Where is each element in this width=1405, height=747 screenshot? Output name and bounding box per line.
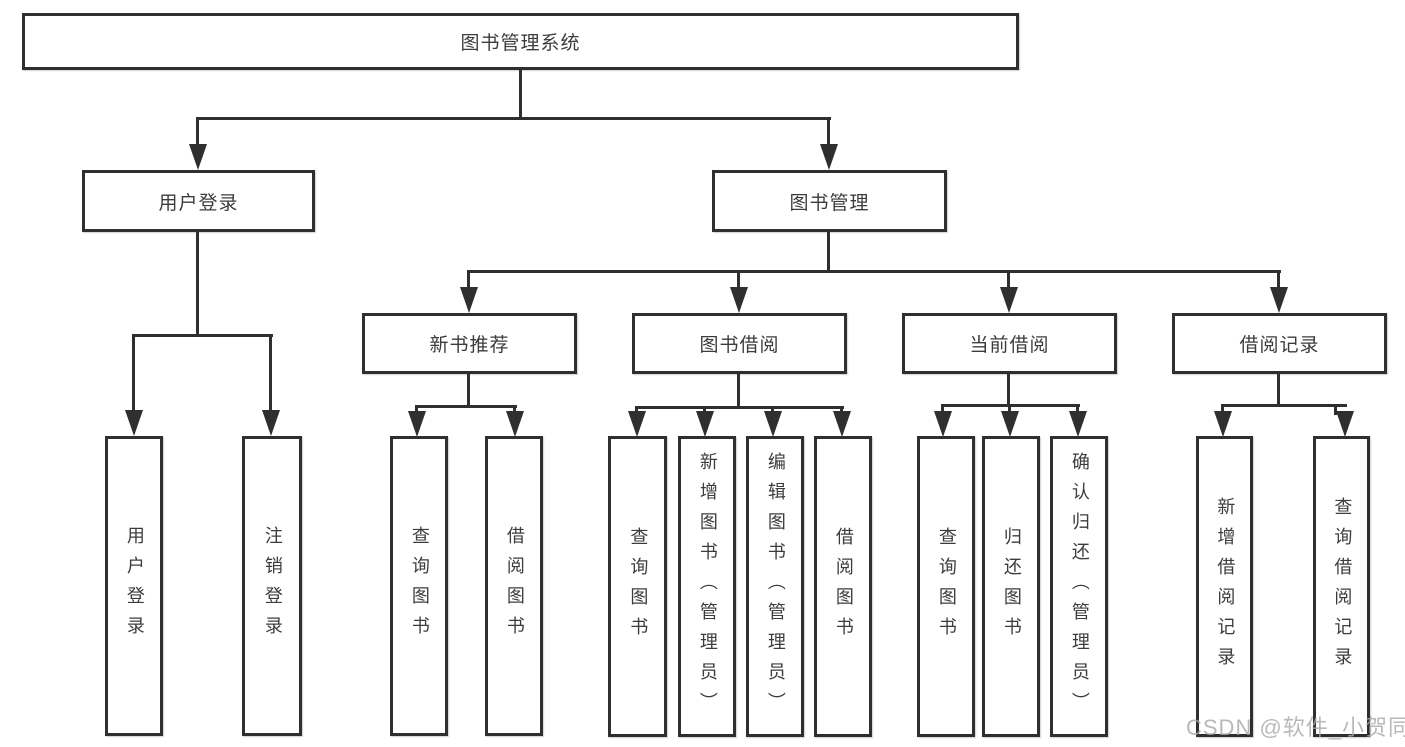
node-book-borrowing: 图书借阅 — [632, 313, 847, 374]
node-confirm-return-admin: 确认归还（管理员） — [1050, 436, 1108, 737]
node-user-login: 用户登录 — [82, 170, 315, 232]
connector-line — [1277, 373, 1280, 406]
node-current-borrowing: 当前借阅 — [902, 313, 1117, 374]
connector-line — [467, 270, 1281, 273]
connector-line — [197, 117, 831, 120]
node-label: 注销登录 — [262, 526, 283, 646]
node-add-books-admin: 新增图书（管理员） — [678, 436, 736, 737]
node-label: 归还图书 — [1001, 526, 1022, 647]
node-query-books-borrowing: 查询图书 — [608, 436, 667, 737]
connector-line — [737, 270, 740, 290]
arrow-down-icon — [262, 410, 280, 436]
node-edit-books-admin: 编辑图书（管理员） — [746, 436, 804, 737]
connector-line — [196, 117, 199, 147]
connector-line — [1076, 404, 1079, 415]
arrow-down-icon — [628, 411, 646, 437]
node-query-books-recommend: 查询图书 — [390, 436, 448, 736]
arrow-down-icon — [460, 287, 478, 313]
node-label: 图书借阅 — [699, 335, 780, 356]
node-label: 编辑图书（管理员） — [765, 451, 786, 722]
node-library-management-system: 图书管理系统 — [22, 13, 1019, 70]
connector-line — [703, 406, 706, 415]
arrow-down-icon — [125, 410, 143, 436]
connector-line — [196, 231, 199, 336]
node-new-book-recommendation: 新书推荐 — [362, 313, 577, 374]
connector-line — [1277, 270, 1280, 290]
connector-line — [827, 117, 830, 147]
connector-line — [1221, 404, 1347, 407]
connector-line — [132, 334, 273, 337]
connector-line — [635, 406, 844, 409]
connector-line — [513, 405, 516, 415]
node-return-books: 归还图书 — [982, 436, 1040, 737]
node-borrowing-records: 借阅记录 — [1172, 313, 1387, 374]
connector-line — [1221, 404, 1224, 415]
arrow-down-icon — [408, 411, 426, 437]
arrow-down-icon — [1270, 287, 1288, 313]
node-logout-leaf: 注销登录 — [242, 436, 302, 736]
connector-line — [132, 334, 135, 412]
connector-line — [1008, 404, 1011, 415]
node-label: 确认归还（管理员） — [1069, 451, 1090, 722]
node-query-borrow-record: 查询借阅记录 — [1313, 436, 1370, 737]
arrow-down-icon — [1001, 411, 1019, 437]
node-add-borrow-record: 新增借阅记录 — [1196, 436, 1253, 737]
connector-line — [737, 373, 740, 408]
arrow-down-icon — [764, 411, 782, 437]
connector-line — [827, 231, 830, 272]
arrow-down-icon — [696, 411, 714, 437]
connector-line — [269, 334, 272, 412]
node-label: 当前借阅 — [969, 335, 1050, 356]
connector-line — [415, 405, 517, 408]
node-label: 借阅记录 — [1239, 335, 1320, 356]
node-label: 查询图书 — [409, 526, 430, 646]
node-label: 查询图书 — [628, 526, 649, 647]
node-label: 图书管理 — [789, 192, 870, 214]
node-label: 用户登录 — [158, 192, 239, 214]
connector-line — [771, 406, 774, 415]
arrow-down-icon — [1214, 411, 1232, 437]
arrow-down-icon — [730, 287, 748, 313]
connector-line — [635, 406, 638, 415]
arrow-down-icon — [1069, 411, 1087, 437]
arrow-down-icon — [934, 411, 952, 437]
connector-line — [519, 68, 522, 118]
arrow-down-icon — [820, 144, 838, 170]
watermark-text: CSDN @软件_小贺同学 — [1186, 715, 1405, 740]
arrow-down-icon — [1336, 411, 1354, 437]
connector-line — [840, 406, 843, 415]
connector-line — [1007, 270, 1010, 290]
connector-line — [467, 270, 470, 290]
connector-line — [467, 373, 470, 407]
node-book-management: 图书管理 — [712, 170, 947, 232]
arrow-down-icon — [189, 144, 207, 170]
node-borrow-books-leaf: 借阅图书 — [814, 436, 872, 737]
connector-line — [941, 404, 944, 415]
node-label: 查询借阅记录 — [1332, 496, 1353, 677]
node-user-login-leaf: 用户登录 — [105, 436, 163, 736]
connector-line — [1007, 373, 1010, 406]
arrow-down-icon — [1000, 287, 1018, 313]
arrow-down-icon — [833, 411, 851, 437]
node-label: 新增借阅记录 — [1215, 496, 1236, 677]
node-label: 查询图书 — [936, 526, 957, 647]
node-label: 用户登录 — [124, 526, 145, 646]
connector-line — [1334, 404, 1337, 415]
node-label: 新增图书（管理员） — [697, 451, 718, 722]
node-label: 图书管理系统 — [460, 33, 581, 54]
node-label: 借阅图书 — [504, 526, 525, 646]
node-query-books-current: 查询图书 — [917, 436, 975, 737]
arrow-down-icon — [506, 411, 524, 437]
node-label: 借阅图书 — [833, 526, 854, 647]
node-label: 新书推荐 — [429, 335, 510, 356]
connector-line — [415, 405, 418, 415]
node-borrow-books-recommend: 借阅图书 — [485, 436, 543, 736]
